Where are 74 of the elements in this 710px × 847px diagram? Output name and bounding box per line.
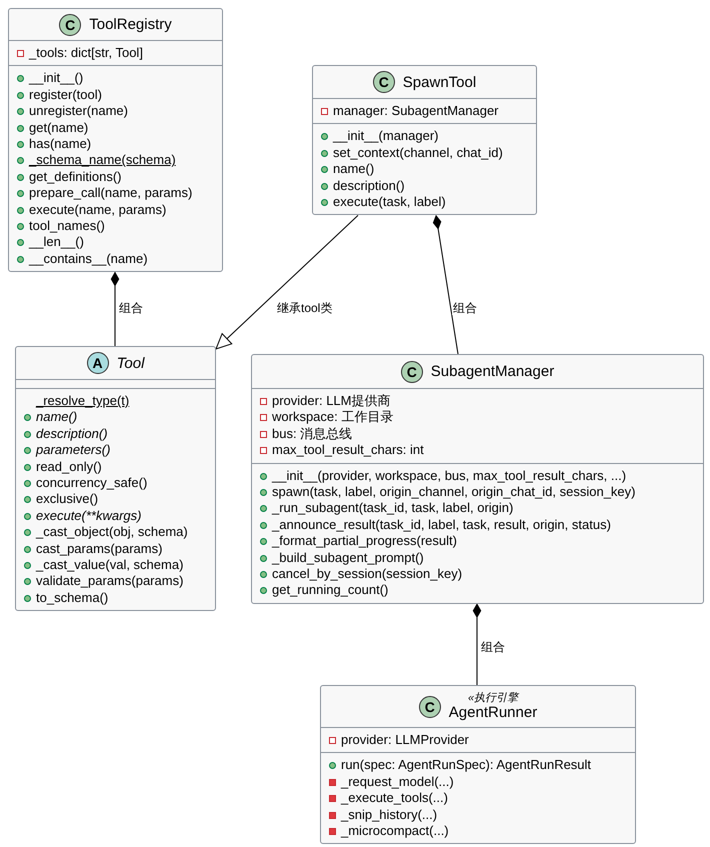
method-text: _format_partial_progress(result) <box>272 533 457 550</box>
method-text: to_schema() <box>36 590 108 606</box>
class-name: AgentRunner <box>448 704 538 721</box>
method-text: cancel_by_session(session_key) <box>272 566 462 582</box>
method-text: read_only() <box>36 458 102 475</box>
field-text: provider: LLM提供商 <box>272 393 390 410</box>
class-box <box>320 685 636 844</box>
method-text: validate_params(params) <box>36 573 184 590</box>
method-text: spawn(task, label, origin_channel, origin_chat_id, session_key) <box>272 484 636 500</box>
field-text: provider: LLMProvider <box>341 732 469 748</box>
field-text: bus: 消息总线 <box>272 426 352 442</box>
method-text: _microcompact(...) <box>341 822 449 840</box>
method-text: get_running_count() <box>272 582 388 599</box>
class-name: Tool <box>116 354 144 372</box>
method-text: set_context(channel, chat_id) <box>333 144 503 162</box>
method-text: name() <box>333 161 374 178</box>
class-icon: C <box>400 360 423 382</box>
method-text: _cast_value(val, schema) <box>36 556 184 574</box>
method-text: concurrency_safe() <box>36 474 148 492</box>
method-text: _snip_history(...) <box>341 806 438 823</box>
method-text: register(tool) <box>29 86 102 104</box>
method-text: execute(task, label) <box>333 194 446 210</box>
field-text: _tools: dict[str, Tool] <box>29 45 143 62</box>
class-box <box>15 346 216 612</box>
method-text: unregister(name) <box>29 103 128 120</box>
class-icon: C <box>372 71 395 93</box>
stereotype-label: «执行引擎 <box>468 692 518 704</box>
method-text: __init__() <box>29 70 84 87</box>
method-text: exclusive() <box>36 491 98 508</box>
field-text: manager: SubagentManager <box>333 103 499 120</box>
method-text: execute(**kwargs) <box>36 508 142 524</box>
class-name: ToolRegistry <box>89 16 172 33</box>
class-box <box>251 354 704 604</box>
composition-line <box>110 272 120 346</box>
method-text: _schema_name(schema) <box>29 152 176 169</box>
method-text: get_definitions() <box>29 168 122 186</box>
method-text: _run_subagent(task_id, task, label, origin) <box>272 500 514 517</box>
method-text: _execute_tools(...) <box>341 790 448 807</box>
method-text: __init__(provider, workspace, bus, max_tool_result_chars, ...) <box>272 468 626 484</box>
class-icon: A <box>86 352 109 374</box>
edge-label: 继承tool类 <box>276 301 334 315</box>
method-text: _cast_object(obj, schema) <box>36 524 188 541</box>
composition-line <box>472 603 482 686</box>
field-text: workspace: 工作目录 <box>272 409 394 426</box>
class-icon: C <box>59 14 82 36</box>
inheritance-arrow <box>216 214 358 350</box>
method-text: cast_params(params) <box>36 540 162 557</box>
method-text: run(spec: AgentRunSpec): AgentRunResult <box>341 757 592 774</box>
method-text: _request_model(...) <box>341 774 454 790</box>
class-box <box>8 8 223 272</box>
method-text: description() <box>36 426 108 442</box>
method-text: tool_names() <box>29 218 105 234</box>
method-text: parameters() <box>36 442 110 459</box>
class-name: SubagentManager <box>430 363 554 380</box>
method-text: __len__() <box>29 234 84 251</box>
method-text: has(name) <box>29 136 92 152</box>
class-icon: C <box>418 696 441 718</box>
composition-line <box>432 214 458 354</box>
class-name: SpawnTool <box>402 74 476 90</box>
edge-label: 组合 <box>480 640 506 654</box>
method-text: execute(name, params) <box>29 202 166 218</box>
method-text: prepare_call(name, params) <box>29 185 192 202</box>
edge-label: 组合 <box>118 301 144 315</box>
method-text: __init__(manager) <box>333 128 439 145</box>
method-text: _announce_result(task_id, label, task, result, origin, status) <box>272 516 611 534</box>
method-text: _resolve_type(t) <box>36 393 130 410</box>
method-text: description() <box>333 178 405 194</box>
method-text: _build_subagent_prompt() <box>272 550 424 566</box>
field-text: max_tool_result_chars: int <box>272 442 424 459</box>
method-text: name() <box>36 409 78 426</box>
class-box <box>312 65 537 216</box>
method-text: __contains__(name) <box>29 250 148 268</box>
method-text: get(name) <box>29 120 88 136</box>
edge-label: 组合 <box>452 301 478 315</box>
